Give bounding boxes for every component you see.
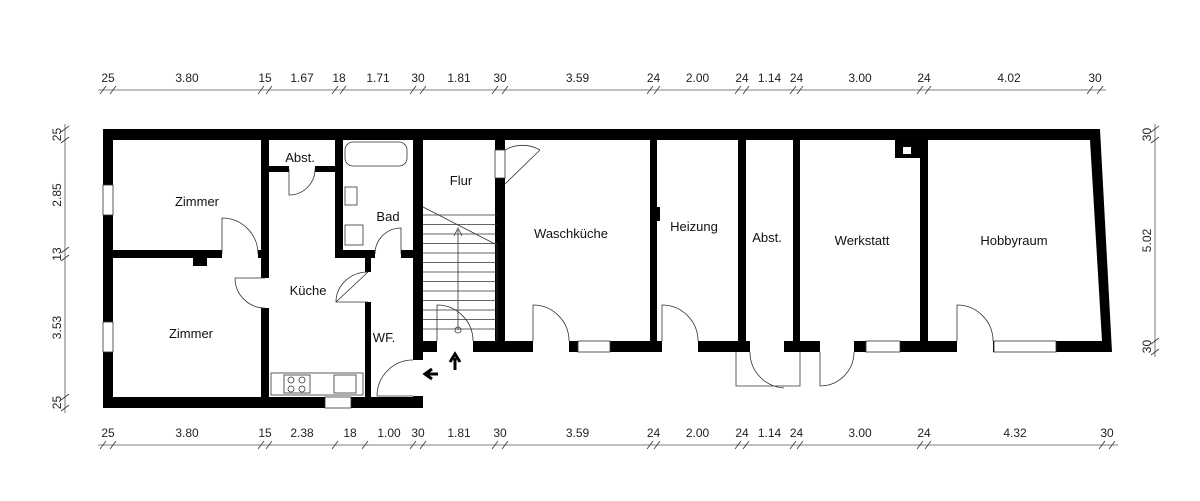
label-waschkueche: Waschküche [534, 226, 608, 241]
dimension-bottom-label: 2.00 [686, 426, 710, 440]
dimension-top-label: 30 [493, 71, 507, 85]
doors [221, 144, 994, 397]
dimension-right-label: 30 [1140, 340, 1154, 354]
kitchen-sink-icon [333, 374, 357, 394]
label-hobbyraum: Hobbyraum [980, 233, 1047, 248]
dimension-top-label: 24 [917, 71, 931, 85]
dimension-bottom-label: 3.80 [175, 426, 199, 440]
dimension-top-label: 15 [258, 71, 272, 85]
bathtub-icon [344, 141, 408, 167]
dimension-bottom-label: 24 [917, 426, 931, 440]
arrow-left-icon [422, 367, 438, 381]
dimension-top-label: 1.14 [758, 71, 782, 85]
dimension-left-label: 25 [50, 128, 64, 142]
dimension-bottom-label: 3.59 [566, 426, 590, 440]
dimension-top-label: 3.59 [566, 71, 590, 85]
windows [102, 149, 1057, 409]
fixtures [270, 141, 408, 396]
label-kueche: Küche [290, 283, 327, 298]
room-werkstatt [800, 140, 920, 341]
arrow-up-icon [448, 351, 462, 370]
dimension-bottom-label: 24 [735, 426, 749, 440]
room-waschkueche [505, 140, 650, 341]
dimension-left-label: 2.85 [50, 183, 64, 207]
dimension-top-label: 3.80 [175, 71, 199, 85]
room-interiors [113, 140, 1102, 397]
room-zimmer-top [113, 140, 261, 250]
dimension-right-label: 5.02 [1140, 228, 1154, 252]
room-kueche-lower [269, 258, 365, 397]
dimension-right-label: 30 [1140, 128, 1154, 142]
room-flur [423, 140, 495, 341]
room-abst-small [269, 140, 335, 166]
dimension-top-label: 1.71 [366, 71, 390, 85]
dimension-top-label: 24 [647, 71, 661, 85]
room-zimmer-bottom [113, 258, 261, 397]
kitchen-counter [270, 372, 364, 396]
sink-icon [344, 224, 364, 246]
label-werkstatt: Werkstatt [835, 233, 890, 248]
dimension-bottom-label: 25 [101, 426, 115, 440]
dimension-top-label: 3.00 [848, 71, 872, 85]
dimension-bottom-label: 30 [1100, 426, 1114, 440]
dimension-bottom-label: 30 [411, 426, 425, 440]
room-hobbyraum [928, 140, 1102, 341]
dimension-bottom-label: 1.14 [758, 426, 782, 440]
label-bad: Bad [376, 209, 399, 224]
dimension-top-label: 2.00 [686, 71, 710, 85]
dimension-top-label: 4.02 [997, 71, 1021, 85]
dimension-top-label: 1.67 [290, 71, 314, 85]
dimension-bottom-label: 24 [647, 426, 661, 440]
label-wf: WF. [373, 330, 395, 345]
label-abst-small: Abst. [285, 150, 315, 165]
dimension-top-label: 30 [1088, 71, 1102, 85]
room-labels: Zimmer Zimmer Abst. Küche Bad WF. Flur W… [169, 150, 1048, 345]
dimension-top-label: 24 [790, 71, 804, 85]
room-bad [343, 140, 413, 250]
label-heizung: Heizung [670, 219, 718, 234]
dimension-bottom-label: 3.00 [848, 426, 872, 440]
dimension-bottom-label: 1.00 [377, 426, 401, 440]
stair-direction-arrow [453, 227, 463, 330]
dimension-left-label: 3.53 [50, 315, 64, 339]
dimension-bottom-label: 1.81 [447, 426, 471, 440]
room-wf [371, 258, 413, 397]
toilet-icon [344, 186, 358, 206]
dimension-left-label: 25 [50, 396, 64, 410]
stair-outline [422, 206, 498, 341]
dimension-bottom-label: 4.32 [1003, 426, 1027, 440]
label-flur: Flur [450, 173, 473, 188]
dimension-top-label: 24 [735, 71, 749, 85]
dimension-bottom-label: 18 [343, 426, 357, 440]
dimension-top-label: 25 [101, 71, 115, 85]
label-zimmer-bottom: Zimmer [169, 326, 214, 341]
entrance-arrows [422, 351, 462, 381]
staircase [422, 206, 498, 341]
room-abst [746, 140, 793, 341]
dimension-top-label: 30 [411, 71, 425, 85]
stove-icon [283, 374, 311, 394]
dimension-top-label: 1.81 [447, 71, 471, 85]
dimension-lines: 25 3.80 15 1.67 18 1.71 30 1.81 30 3.59 24 2.00 24 1.… [50, 71, 1160, 450]
dimension-top-label: 18 [332, 71, 346, 85]
dimension-bottom-label: 24 [790, 426, 804, 440]
label-zimmer-top: Zimmer [175, 194, 220, 209]
dimension-bottom-label: 30 [493, 426, 507, 440]
dimension-left-label: 13 [50, 247, 64, 261]
dimension-bottom-label: 15 [258, 426, 272, 440]
label-abst: Abst. [752, 230, 782, 245]
room-heizung [657, 140, 738, 341]
dimension-bottom-label: 2.38 [290, 426, 314, 440]
